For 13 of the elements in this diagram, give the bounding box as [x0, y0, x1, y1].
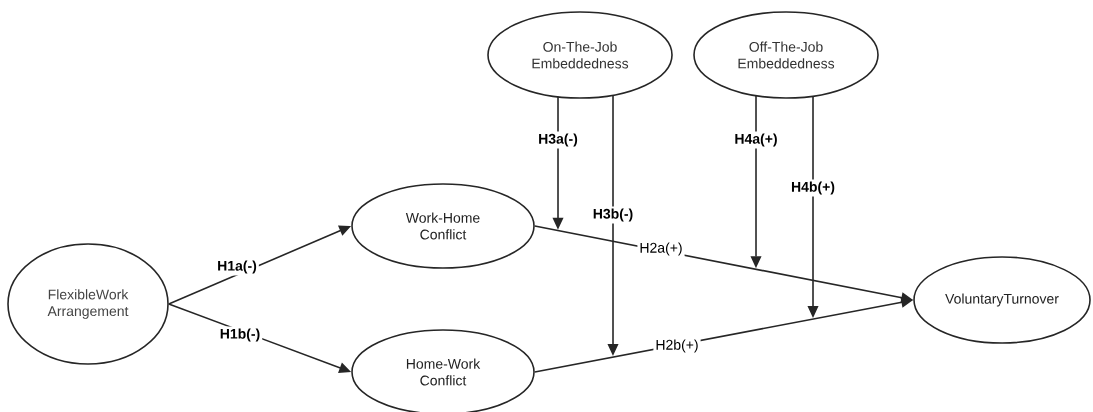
- edge-label: H3a(-): [536, 131, 580, 149]
- edge-label: H4b(+): [789, 179, 837, 197]
- ellipse-node: On-The-Job Embeddedness: [487, 11, 673, 99]
- ellipse-node: VoluntaryTurnover: [913, 256, 1091, 344]
- edge-label: H2a(+): [637, 240, 685, 258]
- ellipse-node: FlexibleWork Arrangement: [7, 243, 169, 365]
- ellipse-node: Work-Home Conflict: [351, 183, 535, 269]
- ellipse-node: Off-The-Job Embeddedness: [693, 11, 879, 99]
- edge-label: H1a(-): [215, 258, 259, 276]
- edge-label: H3b(-): [590, 206, 636, 224]
- edge-label: H2b(+): [653, 337, 701, 355]
- edge-label: H1b(-): [217, 326, 263, 344]
- edge-label: H4a(+): [732, 131, 780, 149]
